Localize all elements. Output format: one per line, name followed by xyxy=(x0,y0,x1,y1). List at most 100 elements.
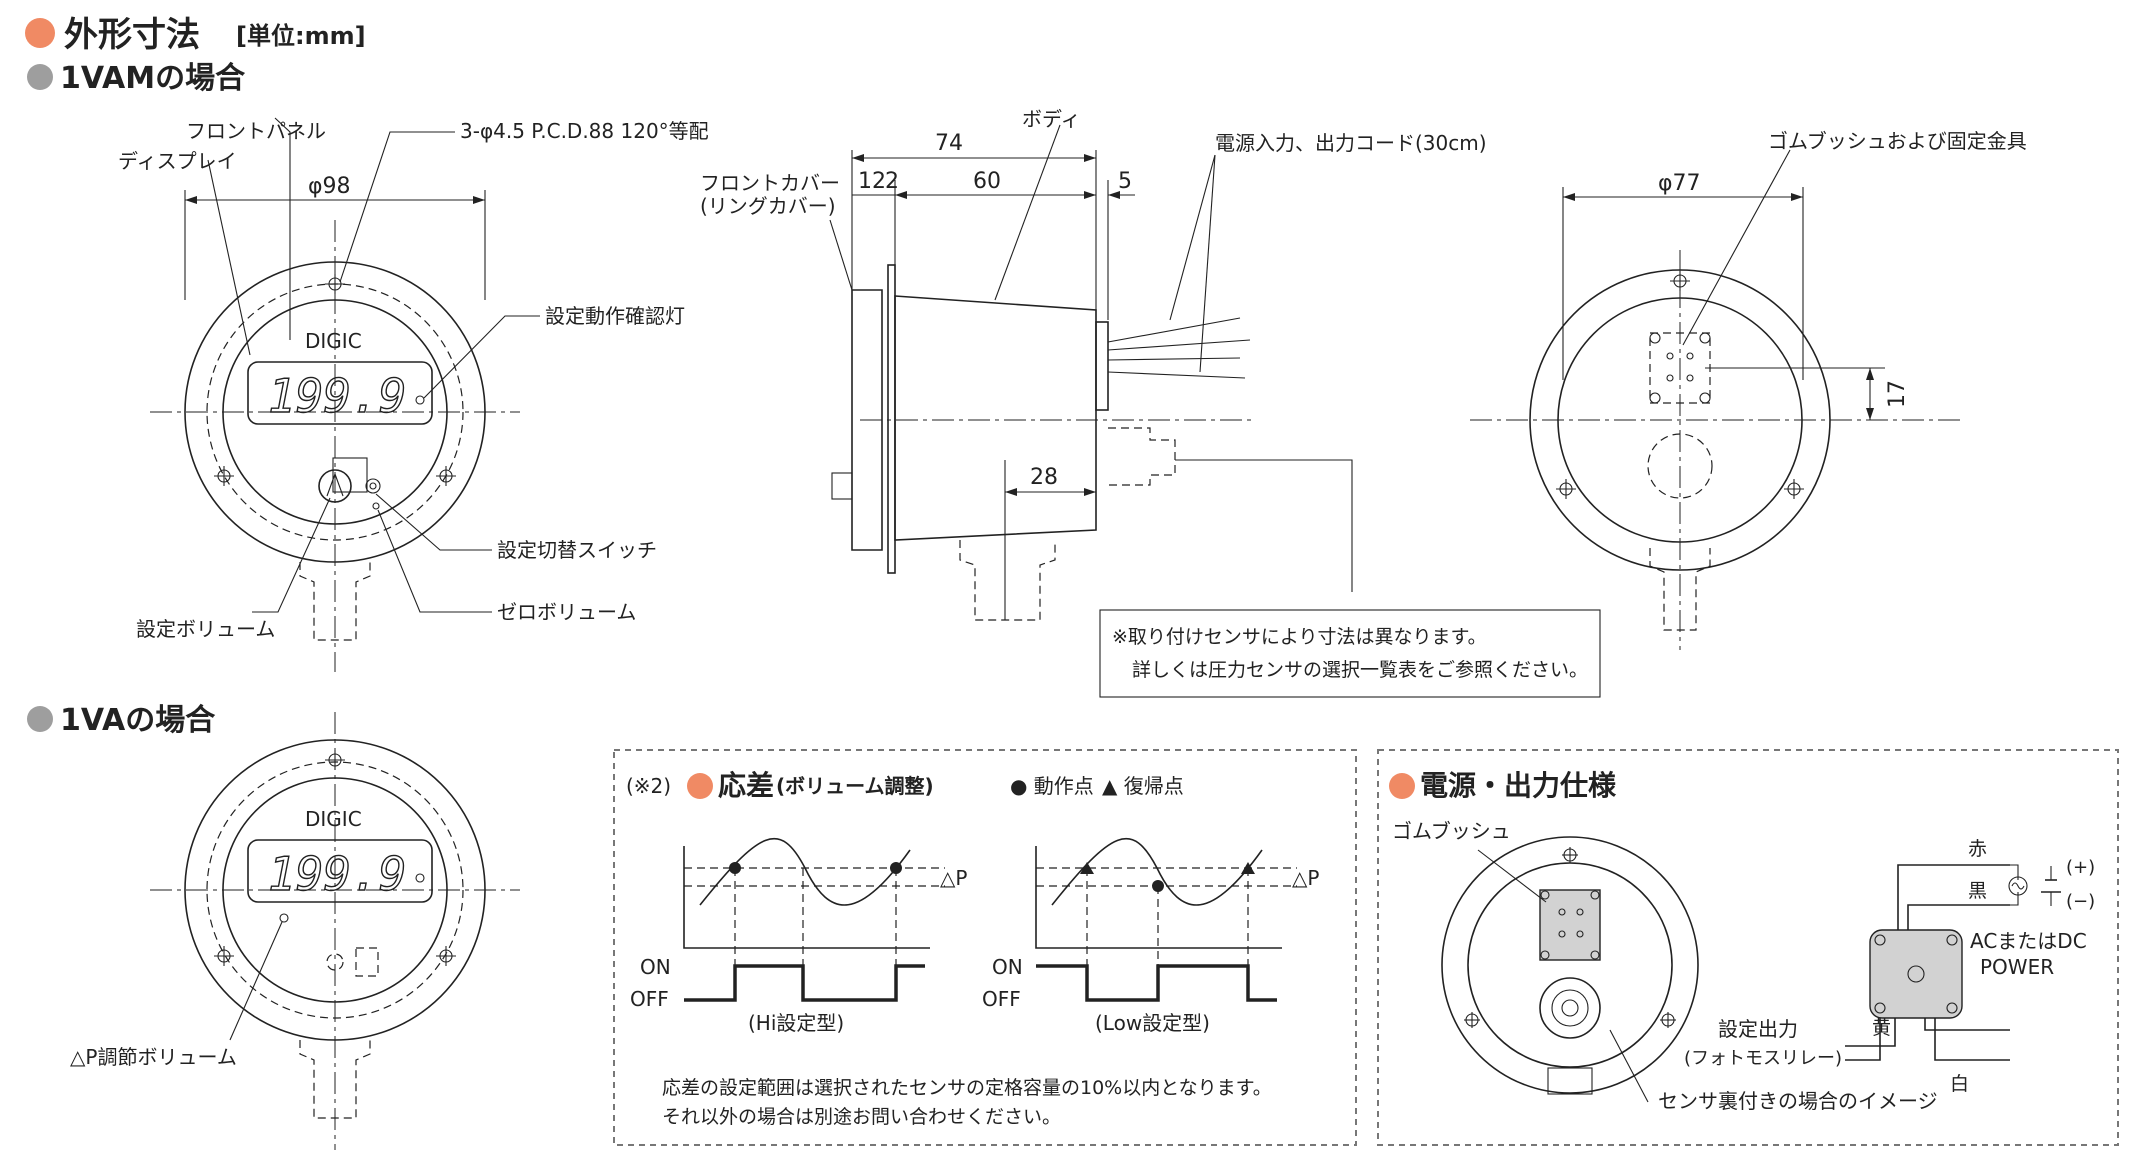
zero-volume-icon xyxy=(372,502,380,510)
rear-outer-ring xyxy=(1441,836,1699,1094)
mounting-hole-icon xyxy=(1670,271,1690,291)
flange xyxy=(887,264,896,574)
caption-low: (Low設定型) xyxy=(1095,1011,1210,1035)
label-front-cover: フロントカバー xyxy=(700,171,840,195)
mounting-hole-icon xyxy=(436,946,456,966)
on-label: ON xyxy=(992,955,1023,979)
label-front-cover-sub: (リングカバー) xyxy=(700,194,836,218)
plus-label: (+) xyxy=(2066,857,2095,878)
hysteresis-box xyxy=(613,749,1357,1146)
accent-bullet-icon xyxy=(1389,773,1415,799)
outer-ring xyxy=(184,261,486,563)
switch-icon xyxy=(332,457,381,494)
legend-operate: ● 動作点 xyxy=(1010,774,1094,798)
wire-black: 黒 xyxy=(1968,880,1987,902)
mounting-hole-icon xyxy=(1464,1012,1480,1028)
front-cover xyxy=(851,289,883,551)
label-rear-bush: ゴムブッシュおよび固定金具 xyxy=(1768,129,2027,153)
outer-ring xyxy=(1529,269,1831,571)
sensor-port-outer xyxy=(1539,977,1601,1039)
dim-28: 28 xyxy=(1030,465,1058,490)
cord-bundle xyxy=(1107,317,1251,379)
rear-view: φ77 17 ゴムブッシュおよび固定金具 xyxy=(1470,129,2027,650)
note-line-1: ※取り付けセンサにより寸法は異なります。 xyxy=(1112,626,1487,648)
caption-hi: (Hi設定型) xyxy=(748,1011,844,1035)
front-panel xyxy=(222,299,448,525)
display-readout: 199.9 xyxy=(268,369,406,423)
dp-volume-icon xyxy=(279,913,289,923)
label-front-panel: フロントパネル xyxy=(186,119,326,143)
ac-dc-label: ACまたはDC xyxy=(1970,929,2087,953)
wire-red: 赤 xyxy=(1968,838,1987,860)
header: 外形寸法 [単位:mm] 1VAMの場合 1VAの場合 xyxy=(25,15,366,738)
dp-label: △P xyxy=(1292,866,1319,890)
mounting-hole-icon xyxy=(1556,479,1576,499)
body xyxy=(894,295,1097,541)
label-display: ディスプレイ xyxy=(118,149,237,173)
front-panel xyxy=(222,777,448,1003)
switch-placeholder-icon xyxy=(355,947,379,977)
wiring-diagram: 赤 黒 黄 白 (+) (−) ACまたはDC POWER 設定出力 (フォトモ… xyxy=(1684,838,2095,1095)
minus-label: (−) xyxy=(2066,891,2095,912)
section-1vam-title: 1VAMの場合 xyxy=(60,61,245,96)
label-power-bush: ゴムブッシュ xyxy=(1392,819,1511,843)
power-box xyxy=(1377,749,2119,1146)
hysteresis-note-1: 応差の設定範囲は選択されたセンサの定格容量の10%以内となります。 xyxy=(662,1077,1272,1099)
sensor-port xyxy=(1647,433,1713,499)
off-label: OFF xyxy=(982,987,1021,1011)
caption-rear: センサ裏付きの場合のイメージ xyxy=(1658,1089,1938,1113)
note-mark: (※2) xyxy=(626,774,671,798)
knob-icon xyxy=(831,472,853,500)
gray-bullet-icon xyxy=(27,64,53,90)
outer-ring xyxy=(184,739,486,1041)
on-label: ON xyxy=(640,955,671,979)
hysteresis-title: 応差 xyxy=(718,769,774,802)
rear-plate xyxy=(1095,321,1109,411)
dim-phi77: φ77 xyxy=(1658,171,1701,196)
unit-label: [単位:mm] xyxy=(236,22,366,50)
note-box xyxy=(1099,609,1601,698)
gray-bullet-icon xyxy=(27,706,53,732)
off-label: OFF xyxy=(630,987,669,1011)
front-view-1va: DIGIC 199.9 △P調節ボリューム xyxy=(70,712,520,1150)
hi-chart: △P ON OFF (Hi設定型) xyxy=(630,837,967,1035)
display-window xyxy=(247,839,433,903)
dp-label: △P xyxy=(940,866,967,890)
dim-17: 17 xyxy=(1885,380,1910,408)
hysteresis-panel: (※2) 応差 (ボリューム調整) ● 動作点 ▲ 復帰点 △P ON OFF … xyxy=(613,749,1357,1146)
knob-placeholder-icon xyxy=(326,953,344,971)
wire-white: 白 xyxy=(1950,1073,1969,1095)
label-body: ボディ xyxy=(1022,107,1081,131)
lamp-icon xyxy=(415,873,425,883)
output-label: 設定出力 xyxy=(1718,1017,1798,1041)
dim-74: 74 xyxy=(935,131,963,156)
display-window xyxy=(247,361,433,425)
mounting-hole-icon xyxy=(325,274,345,294)
set-volume-knob-icon xyxy=(318,469,352,503)
front-view-1vam: φ98 DIGIC 199.9 xyxy=(118,117,709,672)
accent-bullet-icon xyxy=(687,773,713,799)
label-lamp: 設定動作確認灯 xyxy=(545,304,685,328)
dim-phi98: φ98 xyxy=(308,174,351,199)
mounting-hole-icon xyxy=(1784,479,1804,499)
mounting-hole-icon xyxy=(325,750,345,770)
power-label: POWER xyxy=(1980,955,2054,979)
dim-5: 5 xyxy=(1118,169,1132,194)
mounting-hole-icon xyxy=(1660,1012,1676,1028)
mounting-hole-icon xyxy=(1562,847,1578,863)
low-chart: △P ON OFF (Low設定型) xyxy=(982,837,1319,1035)
label-zero-volume: ゼロボリューム xyxy=(497,600,636,624)
hysteresis-note-2: それ以外の場合は別途お問い合わせください。 xyxy=(662,1106,1061,1128)
connector-block xyxy=(1869,929,1963,1019)
power-title: 電源・出力仕様 xyxy=(1420,769,1617,802)
body-circle xyxy=(1557,297,1803,543)
legend-return: ▲ 復帰点 xyxy=(1102,774,1184,798)
lamp-icon xyxy=(415,395,425,405)
power-bush xyxy=(1539,889,1601,961)
label-switch: 設定切替スイッチ xyxy=(497,538,657,562)
ac-source-icon xyxy=(2008,876,2028,896)
label-set-volume: 設定ボリューム xyxy=(136,617,275,641)
page-title: 外形寸法 xyxy=(64,15,200,55)
label-dp-volume: △P調節ボリューム xyxy=(70,1045,237,1069)
